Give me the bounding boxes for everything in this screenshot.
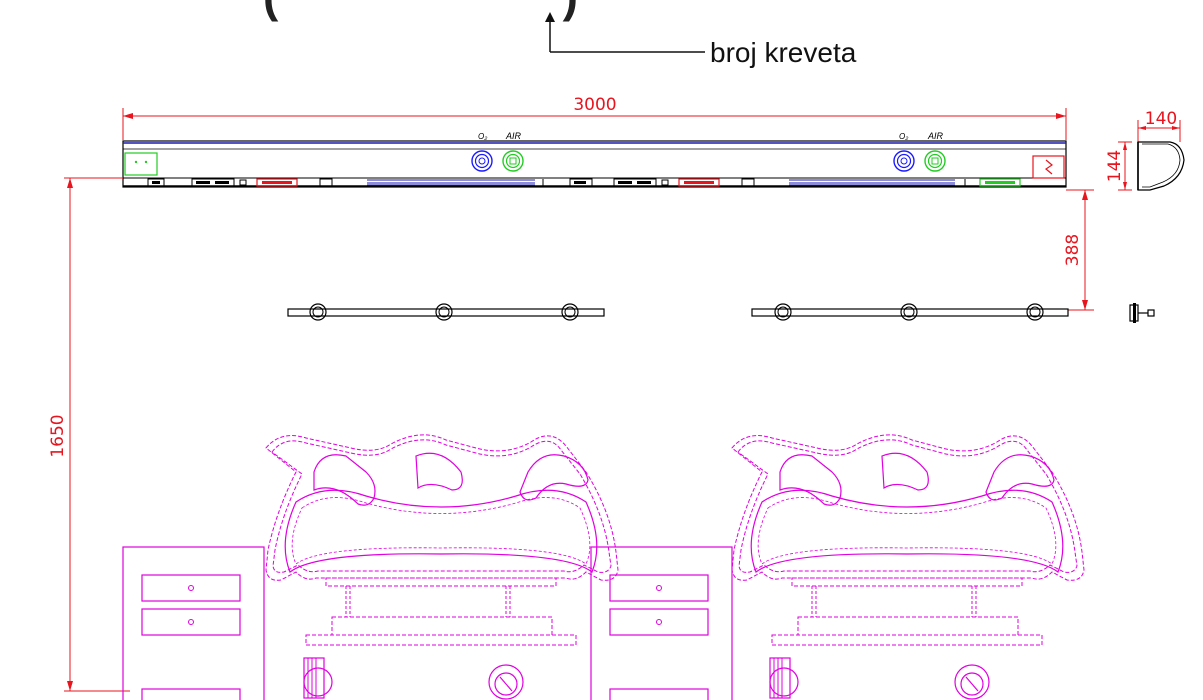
hospital-bed-right [731,434,1085,700]
o2-outlet-icon [893,150,915,172]
bed-count-callout: ( ) broj kreveta [263,0,857,68]
dimension-depth-label: 140 [1145,109,1177,129]
bedside-cabinet-left [122,546,265,700]
dimension-width: 3000 [122,95,1067,140]
air-outlet-icon [924,150,946,172]
gas-panel-front: O₂ AIR O₂ AIR [122,131,1067,188]
dimension-width-label: 3000 [573,95,616,115]
callout-arrow-icon [545,12,555,22]
air-label: AIR [505,131,522,141]
bottom-modules-1 [147,178,544,187]
dimension-bed-offset: 1650 [48,177,130,692]
air-label: AIR [927,131,944,141]
dimension-rail-offset: 388 [1063,189,1094,311]
side-profile: 140 144 [1105,109,1185,191]
callout-title-fragment: ( ) [263,0,578,22]
o2-outlet-icon [471,150,493,172]
callout-label: broj kreveta [710,37,857,68]
o2-label: O₂ [899,132,908,141]
outlet-group-2: O₂ AIR [893,131,946,172]
socket-left-green [124,152,158,176]
bedside-cabinet-right [590,546,733,700]
dimension-bed-offset-label: 1650 [48,414,68,457]
curtain-rail-right [751,303,1069,321]
hospital-bed-left [265,434,619,700]
o2-label: O₂ [478,132,487,141]
curtain-rail-left [287,303,605,321]
outlet-group-1: O₂ AIR [471,131,524,172]
rail-profile-icon [1129,303,1155,323]
dimension-height-label: 144 [1105,150,1125,182]
bottom-modules-2 [569,178,1021,187]
socket-right-red [1032,155,1065,179]
dimension-rail-offset-label: 388 [1063,234,1083,266]
air-outlet-icon [502,150,524,172]
